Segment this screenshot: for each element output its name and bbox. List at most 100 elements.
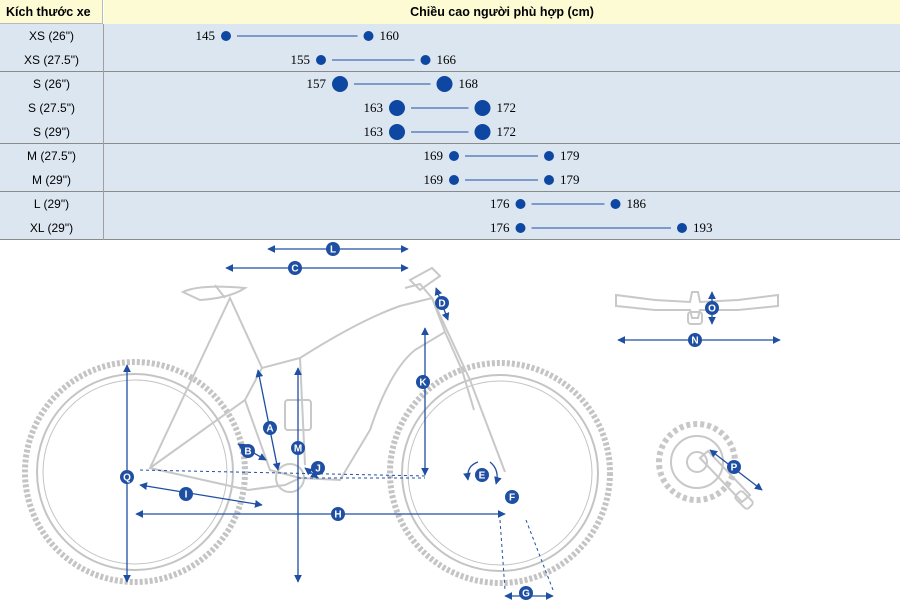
range-max-value: 193 bbox=[693, 220, 713, 235]
label-d-text: D bbox=[438, 299, 445, 310]
range-max-value: 166 bbox=[436, 52, 457, 67]
range-min-dot bbox=[332, 76, 348, 92]
label-o: O bbox=[705, 301, 719, 315]
range-max-value: 172 bbox=[496, 100, 517, 115]
range-max-dot bbox=[544, 151, 554, 161]
label-l: L bbox=[326, 242, 340, 256]
label-f: F bbox=[505, 490, 519, 504]
label-h-text: H bbox=[334, 510, 341, 521]
handlebar-view bbox=[615, 291, 779, 325]
height-range-bar bbox=[449, 151, 554, 161]
range-min-value: 169 bbox=[423, 148, 444, 163]
rear-wheel bbox=[22, 359, 248, 585]
range-max-dot bbox=[420, 55, 431, 65]
label-f-text: F bbox=[509, 493, 515, 504]
label-d: D bbox=[435, 296, 449, 310]
label-c: C bbox=[288, 261, 302, 275]
header-height: Chiều cao người phù hợp (cm) bbox=[104, 0, 900, 25]
label-h: H bbox=[331, 507, 345, 521]
range-min-dot bbox=[221, 31, 231, 41]
size-group bbox=[0, 144, 900, 192]
label-o-text: O bbox=[708, 304, 716, 315]
range-max-value: 179 bbox=[560, 172, 580, 187]
range-min-dot bbox=[449, 175, 459, 185]
table-row: M (27.5") 169 179 bbox=[0, 144, 900, 168]
label-q: Q bbox=[120, 470, 134, 484]
range-max-dot bbox=[474, 100, 491, 116]
range-min-dot bbox=[515, 199, 526, 209]
height-range-bar bbox=[449, 175, 554, 185]
range-min-dot bbox=[449, 151, 459, 161]
label-a: A bbox=[263, 421, 277, 435]
size-group bbox=[0, 24, 900, 72]
range-max-dot bbox=[363, 31, 374, 41]
height-range-bar bbox=[515, 199, 621, 209]
size-label: L (29") bbox=[33, 197, 70, 211]
label-e-text: E bbox=[479, 471, 486, 482]
label-p: P bbox=[727, 460, 741, 474]
range-min-value: 145 bbox=[195, 28, 216, 43]
table-row: M (29") 169 179 bbox=[0, 168, 900, 192]
label-n-text: N bbox=[691, 336, 698, 347]
height-range-bar bbox=[515, 223, 687, 233]
label-q-text: Q bbox=[123, 473, 131, 484]
size-label: S (26") bbox=[33, 77, 70, 91]
label-p-text: P bbox=[731, 463, 738, 474]
bike-geometry-diagram: L C D K A M B J Q E I F H G O N P bbox=[22, 242, 781, 600]
table-row: XL (29") 176 193 bbox=[0, 216, 900, 240]
height-range-bar bbox=[316, 55, 431, 65]
label-b-text: B bbox=[244, 447, 251, 458]
range-min-value: 155 bbox=[290, 52, 311, 67]
label-g: G bbox=[519, 586, 533, 600]
label-l-text: L bbox=[330, 245, 336, 256]
range-min-dot bbox=[515, 223, 526, 233]
range-max-dot bbox=[436, 76, 453, 92]
range-min-value: 176 bbox=[490, 220, 510, 235]
range-min-dot bbox=[389, 100, 405, 116]
bike-frame bbox=[148, 266, 506, 493]
label-c-text: C bbox=[291, 264, 298, 275]
height-range-bar bbox=[221, 31, 374, 41]
height-range-bar bbox=[332, 76, 453, 92]
header-size: Kích thước xe bbox=[0, 0, 103, 24]
range-min-dot bbox=[389, 124, 405, 140]
range-max-dot bbox=[610, 199, 621, 209]
label-b: B bbox=[241, 444, 255, 458]
size-label: M (27.5") bbox=[27, 149, 76, 163]
table-row: XS (27.5") 155 166 bbox=[0, 48, 900, 72]
label-j: J bbox=[311, 461, 325, 475]
range-min-value: 163 bbox=[363, 100, 384, 115]
range-max-dot bbox=[474, 124, 491, 140]
range-min-value: 176 bbox=[490, 196, 510, 211]
label-m: M bbox=[291, 441, 305, 455]
reference-lines bbox=[139, 469, 554, 591]
height-range-bar bbox=[389, 100, 491, 116]
size-label: XL (29") bbox=[29, 221, 74, 235]
range-max-value: 172 bbox=[496, 124, 517, 139]
range-min-value: 169 bbox=[423, 172, 444, 187]
label-k-text: K bbox=[419, 378, 427, 389]
label-i: I bbox=[179, 487, 193, 501]
label-k: K bbox=[416, 375, 430, 389]
range-max-dot bbox=[544, 175, 554, 185]
range-max-value: 160 bbox=[379, 28, 400, 43]
size-table: Kích thước xe Chiều cao người phù hợp (c… bbox=[0, 0, 900, 240]
column-divider bbox=[103, 24, 104, 240]
range-max-value: 168 bbox=[458, 76, 479, 91]
label-a-text: A bbox=[266, 424, 273, 435]
label-badges: L C D K A M B J Q E I F H G O N P bbox=[120, 242, 741, 600]
label-g-text: G bbox=[522, 589, 530, 600]
label-e: E bbox=[475, 468, 489, 482]
size-label: S (29") bbox=[33, 125, 70, 139]
size-label: XS (27.5") bbox=[24, 53, 79, 67]
label-j-text: J bbox=[315, 464, 321, 475]
size-group bbox=[0, 192, 900, 240]
size-label: M (29") bbox=[32, 173, 71, 187]
range-min-dot bbox=[316, 55, 326, 65]
range-max-value: 179 bbox=[560, 148, 580, 163]
